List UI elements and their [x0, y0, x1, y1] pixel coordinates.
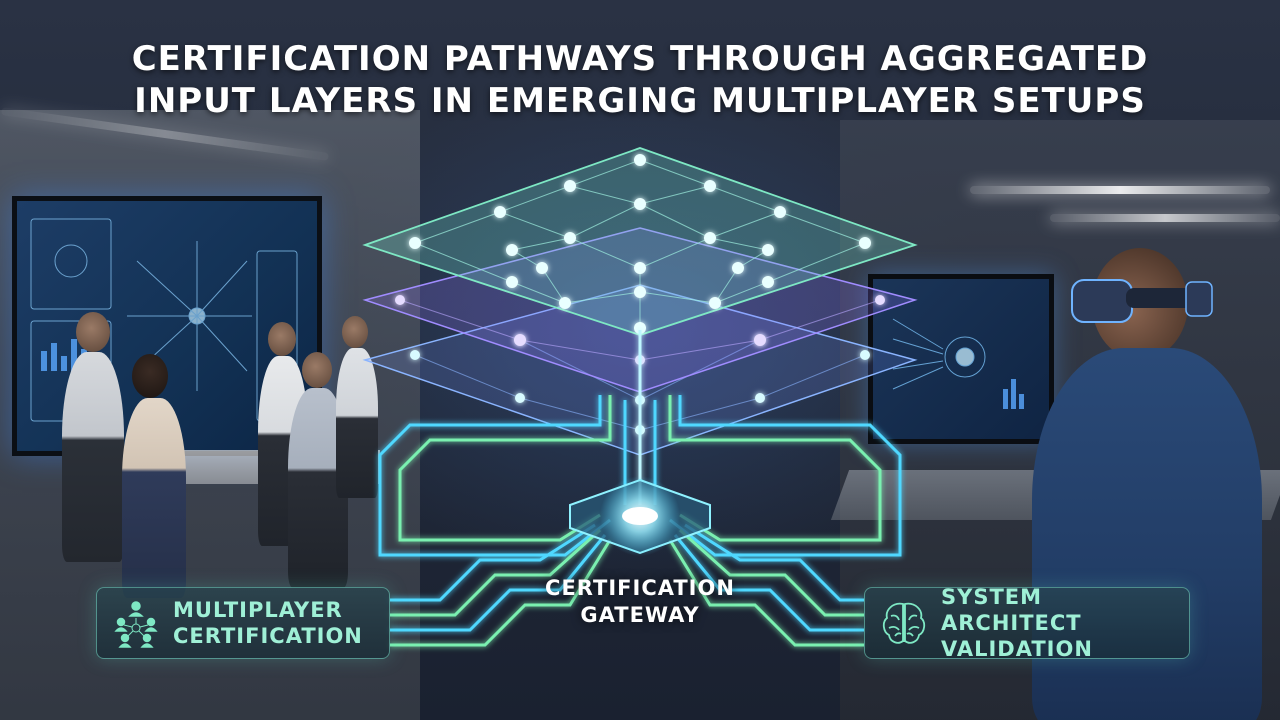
- brain-circuit-icon: [882, 602, 926, 644]
- title-line-2: INPUT LAYERS IN EMERGING MULTIPLAYER SET…: [134, 81, 1146, 121]
- person-body: [122, 398, 186, 598]
- team-network-icon: [114, 601, 158, 648]
- person-head: [132, 354, 168, 398]
- card-right-line-2: VALIDATION: [941, 637, 1093, 661]
- workstation-monitor: [868, 274, 1054, 444]
- card-right-line-1: SYSTEM ARCHITECT: [941, 585, 1082, 635]
- multiplayer-certification-label: MULTIPLAYER CERTIFICATION: [173, 597, 363, 649]
- vr-headset-icon: [1071, 279, 1213, 323]
- card-left-line-2: CERTIFICATION: [173, 624, 363, 648]
- monitor-graphics: [892, 318, 1024, 409]
- gateway-label-line-1: CERTIFICATION: [545, 576, 735, 600]
- gateway-label: CERTIFICATION GATEWAY: [520, 575, 760, 629]
- ceiling-light: [970, 186, 1270, 194]
- system-architect-validation-card: SYSTEM ARCHITECT VALIDATION: [864, 584, 1190, 662]
- circuit-pathways: [378, 330, 902, 647]
- gateway-label-line-2: GATEWAY: [580, 603, 700, 627]
- person-head: [76, 312, 110, 352]
- person-head: [302, 352, 332, 388]
- person-head: [342, 316, 368, 348]
- person-body: [336, 348, 378, 498]
- system-architect-validation-label: SYSTEM ARCHITECT VALIDATION: [941, 584, 1175, 662]
- multiplayer-certification-card: MULTIPLAYER CERTIFICATION: [96, 587, 390, 659]
- person-body: [62, 352, 124, 562]
- page-title: CERTIFICATION PATHWAYS THROUGH AGGREGATE…: [0, 38, 1280, 122]
- title-line-1: CERTIFICATION PATHWAYS THROUGH AGGREGATE…: [131, 39, 1149, 79]
- input-layer-top: [362, 147, 918, 336]
- certification-gateway-core: [569, 476, 711, 556]
- person-head: [268, 322, 296, 356]
- ceiling-light: [1050, 214, 1280, 222]
- card-left-line-1: MULTIPLAYER: [173, 598, 343, 622]
